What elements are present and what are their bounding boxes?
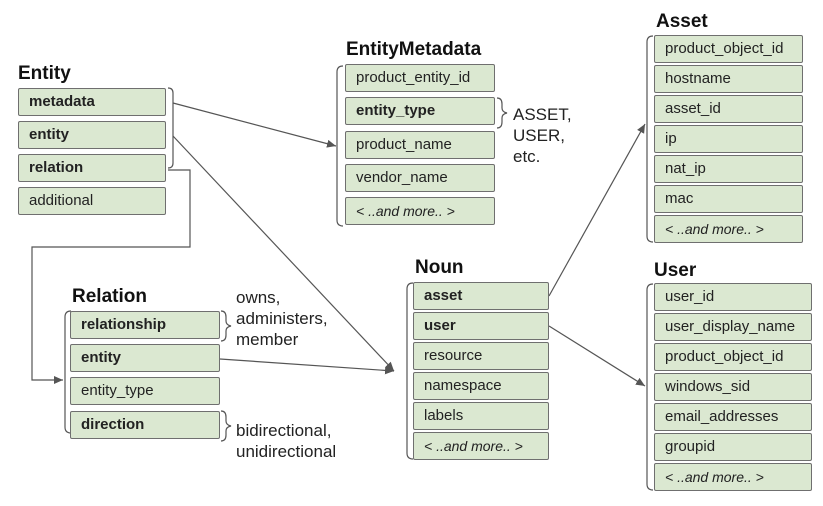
noun-field-labels[interactable]: labels <box>413 402 549 430</box>
link-relation-relation <box>31 169 191 384</box>
noun-field-resource[interactable]: resource <box>413 342 549 370</box>
entity-metadata-title: EntityMetadata <box>346 39 482 60</box>
entity-bracket <box>167 87 174 169</box>
relationship-brace <box>220 310 232 342</box>
relation-bracket <box>64 310 72 434</box>
asset-field-and-more[interactable]: < ..and more.. > <box>654 215 803 243</box>
relation-title: Relation <box>72 286 147 307</box>
asset-bracket <box>646 35 654 243</box>
user-field-user-id[interactable]: user_id <box>654 283 812 311</box>
asset-field-nat-ip[interactable]: nat_ip <box>654 155 803 183</box>
entity-type-values-note: ASSET, USER, etc. <box>513 105 572 166</box>
link-metadata-entitymetadata <box>172 102 337 148</box>
entity-metadata-field-product-name[interactable]: product_name <box>345 131 495 159</box>
asset-field-asset-id[interactable]: asset_id <box>654 95 803 123</box>
relation-field-entity[interactable]: entity <box>70 344 220 372</box>
asset-title: Asset <box>656 11 708 32</box>
asset-field-product-object-id[interactable]: product_object_id <box>654 35 803 63</box>
user-field-product-object-id[interactable]: product_object_id <box>654 343 812 371</box>
link-relation-entity-noun <box>219 358 395 375</box>
noun-field-namespace[interactable]: namespace <box>413 372 549 400</box>
direction-brace <box>220 410 232 442</box>
entity-field-relation[interactable]: relation <box>18 154 166 182</box>
link-asset-asset <box>548 123 646 297</box>
relation-field-entity-type[interactable]: entity_type <box>70 377 220 405</box>
user-field-groupid[interactable]: groupid <box>654 433 812 461</box>
user-field-user-display-name[interactable]: user_display_name <box>654 313 812 341</box>
user-bracket <box>646 283 654 491</box>
user-field-and-more[interactable]: < ..and more.. > <box>654 463 812 491</box>
user-field-windows-sid[interactable]: windows_sid <box>654 373 812 401</box>
relationship-values-note: owns, administers, member <box>236 288 328 349</box>
asset-field-mac[interactable]: mac <box>654 185 803 213</box>
entity-field-metadata[interactable]: metadata <box>18 88 166 116</box>
noun-field-and-more[interactable]: < ..and more.. > <box>413 432 549 460</box>
noun-field-user[interactable]: user <box>413 312 549 340</box>
relation-field-direction[interactable]: direction <box>70 411 220 439</box>
entity-title: Entity <box>18 63 71 84</box>
direction-values-note: bidirectional, unidirectional <box>236 421 337 461</box>
link-entity-noun <box>172 135 395 372</box>
entity-metadata-field-vendor-name[interactable]: vendor_name <box>345 164 495 192</box>
entity-metadata-field-and-more[interactable]: < ..and more.. > <box>345 197 495 225</box>
noun-title: Noun <box>415 257 464 278</box>
user-field-email-addresses[interactable]: email_addresses <box>654 403 812 431</box>
asset-field-hostname[interactable]: hostname <box>654 65 803 93</box>
noun-field-asset[interactable]: asset <box>413 282 549 310</box>
noun-bracket <box>406 282 414 460</box>
entity-metadata-field-entity-type[interactable]: entity_type <box>345 97 495 125</box>
entity-field-additional[interactable]: additional <box>18 187 166 215</box>
entity-type-brace <box>496 97 508 129</box>
link-user-user <box>548 325 646 387</box>
entity-metadata-bracket <box>336 65 344 227</box>
entity-metadata-field-product-entity-id[interactable]: product_entity_id <box>345 64 495 92</box>
relation-field-relationship[interactable]: relationship <box>70 311 220 339</box>
asset-field-ip[interactable]: ip <box>654 125 803 153</box>
entity-field-entity[interactable]: entity <box>18 121 166 149</box>
user-title: User <box>654 260 697 281</box>
